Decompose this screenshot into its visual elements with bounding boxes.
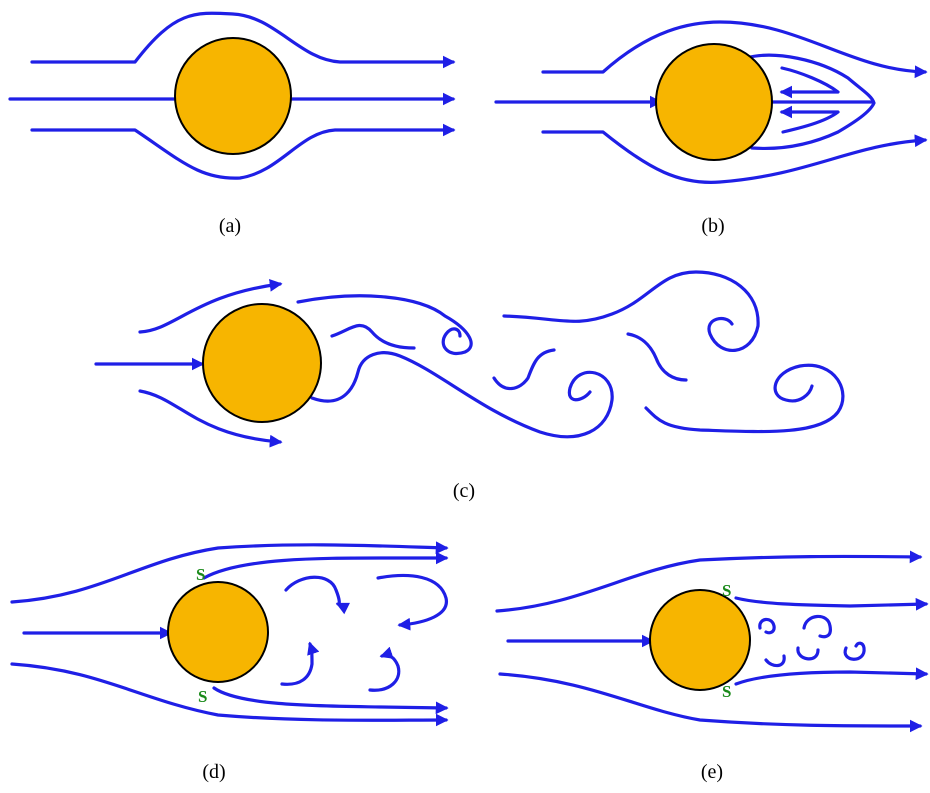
wake-eddy-d-1 bbox=[284, 575, 351, 615]
streamline-d-separated-bottom bbox=[212, 686, 449, 715]
vortex-street-lower-edge bbox=[310, 351, 614, 439]
cylinder-c bbox=[202, 303, 322, 423]
panel-e: S S (e) bbox=[495, 550, 929, 783]
wake-eddy-d-2 bbox=[376, 573, 448, 631]
recirculation-eddy-b-lower bbox=[779, 105, 840, 134]
separation-point-e-top: S bbox=[722, 581, 731, 600]
streamline-e-outer-top bbox=[495, 550, 923, 613]
streamline-a-top bbox=[30, 11, 456, 69]
caption-c: (c) bbox=[453, 480, 475, 502]
separation-point-d-bottom: S bbox=[198, 687, 207, 706]
streamline-d-outer-top bbox=[10, 541, 449, 604]
streamline-e-outer-bottom bbox=[498, 672, 923, 733]
streamline-e-separated-top bbox=[734, 596, 929, 611]
streamline-d-outer-bottom bbox=[10, 662, 449, 727]
streamline-b-top bbox=[541, 20, 928, 79]
wake-eddy-d-3 bbox=[280, 641, 320, 686]
shed-eddy-2 bbox=[492, 348, 556, 391]
wake-envelope-b bbox=[744, 53, 876, 150]
caption-e: (e) bbox=[701, 761, 723, 783]
streamline-a-bottom bbox=[30, 123, 456, 180]
wake-eddy-e-2 bbox=[802, 614, 832, 639]
wake-eddy-e-5 bbox=[843, 641, 866, 661]
vortex-street-upper-edge-2 bbox=[502, 270, 760, 352]
shed-eddy-1 bbox=[330, 323, 416, 350]
cylinder-d bbox=[167, 581, 269, 683]
panel-c: (c) bbox=[94, 270, 845, 502]
wake-eddy-e-1 bbox=[758, 617, 776, 635]
streamline-b-bottom bbox=[541, 130, 928, 184]
panel-a: (a) bbox=[8, 11, 456, 237]
streamline-c-bottom bbox=[138, 389, 283, 448]
caption-d: (d) bbox=[202, 761, 225, 783]
panel-d: S S (d) bbox=[10, 541, 449, 783]
separation-point-e-bottom: S bbox=[722, 682, 731, 701]
streamline-e-separated-bottom bbox=[734, 667, 929, 686]
cylinder-b bbox=[655, 43, 773, 161]
streamline-c-top bbox=[138, 278, 283, 334]
cylinder-a bbox=[174, 37, 292, 155]
wake-eddy-d-4 bbox=[368, 646, 401, 692]
wake-eddy-e-4 bbox=[796, 646, 820, 661]
wake-eddy-e-3 bbox=[764, 654, 786, 668]
vortex-street-lower-edge-2 bbox=[644, 363, 845, 434]
streamline-d-separated-top bbox=[202, 551, 449, 580]
separation-point-d-top: S bbox=[196, 565, 205, 584]
cylinder-e bbox=[649, 589, 751, 691]
shed-eddy-3 bbox=[626, 332, 688, 382]
recirculation-eddy-b-upper bbox=[779, 66, 840, 99]
panel-b: (b) bbox=[494, 20, 928, 237]
vortex-street-upper-edge bbox=[296, 294, 473, 355]
caption-a: (a) bbox=[219, 215, 241, 237]
caption-b: (b) bbox=[701, 215, 724, 237]
